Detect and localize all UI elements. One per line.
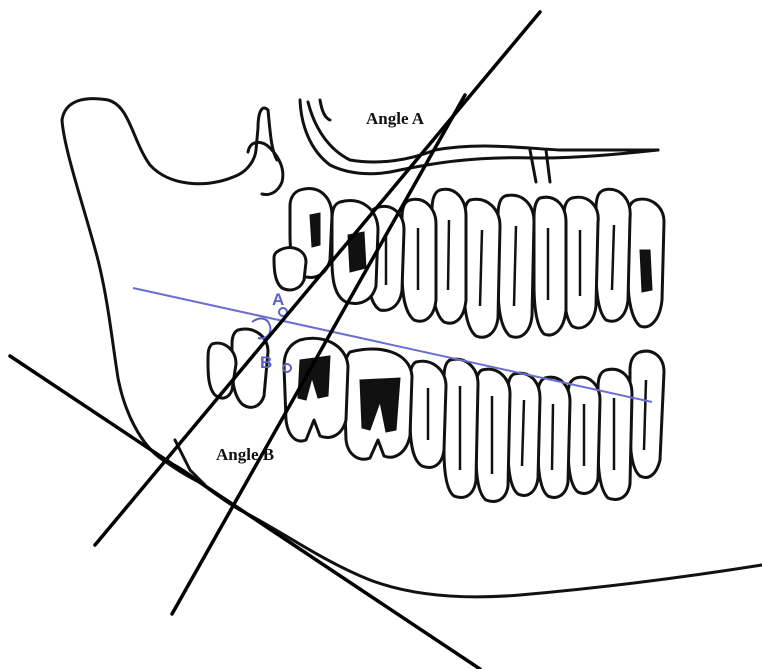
upper-tooth <box>534 197 566 335</box>
reference-lines <box>10 12 540 669</box>
angle-b-label: Angle B <box>216 445 274 464</box>
point-a-label: A <box>272 290 284 309</box>
mandible-outline <box>62 99 762 597</box>
angle-a-label: Angle A <box>366 109 425 128</box>
lower-tooth <box>208 343 236 398</box>
lower-tooth <box>630 351 664 477</box>
point-b-label: B <box>260 353 272 372</box>
upper-tooth <box>274 248 306 290</box>
lower-tooth <box>538 377 570 497</box>
